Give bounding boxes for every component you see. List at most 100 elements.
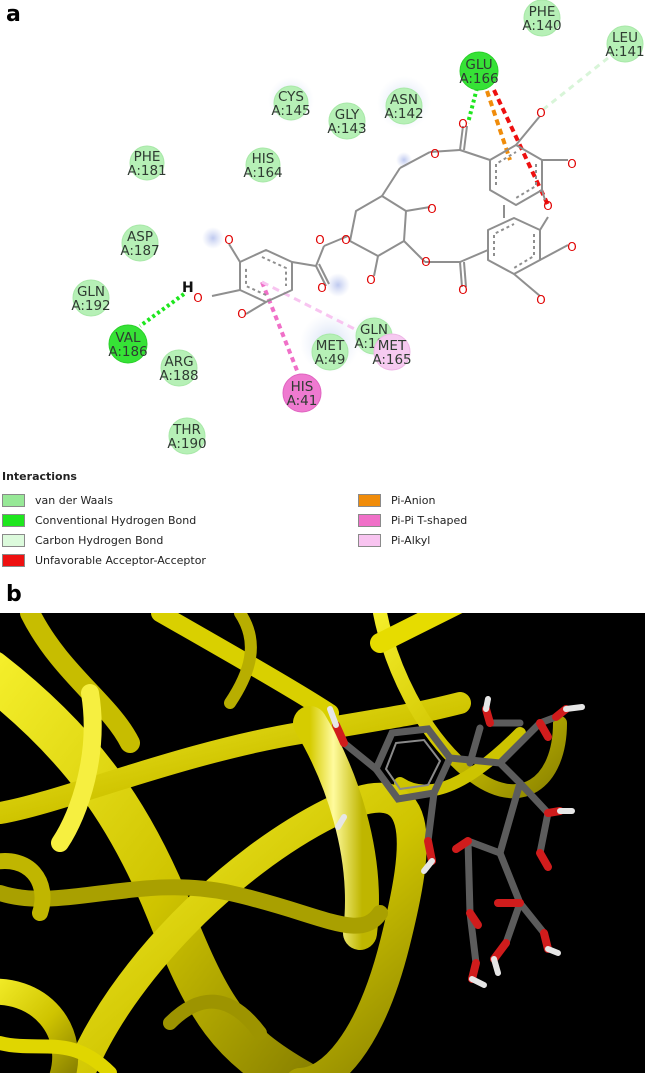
carbon-hbond-line: [539, 56, 609, 114]
oxygen-atom-label: O: [421, 255, 430, 269]
oxygen-atom-label: O: [317, 281, 326, 295]
residue-name: HIS: [291, 379, 314, 395]
residue-number: A:140: [522, 18, 561, 34]
residue-name: ASN: [390, 92, 418, 108]
legend-swatch: [2, 513, 25, 527]
oxygen-atom-label: O: [341, 233, 350, 247]
residue-number: A:164: [243, 165, 282, 181]
residue-name: GLN: [77, 284, 105, 300]
legend-label: van der Waals: [35, 493, 113, 507]
legend-label: Pi-Pi T-shaped: [391, 513, 468, 527]
ligand-stick-model: [327, 696, 585, 988]
legend-label: Carbon Hydrogen Bond: [35, 533, 164, 547]
residue-name: GLU: [465, 57, 492, 73]
residue-name: HIS: [252, 151, 275, 167]
oxygen-atom-label: O: [458, 117, 467, 131]
residue-disc: [108, 324, 148, 364]
residue-number: A:141: [605, 44, 644, 60]
residue-disc: [523, 0, 561, 37]
oxygen-atom-label: O: [224, 233, 233, 247]
oxygen-atom-label: O: [315, 233, 324, 247]
residue-name: GLY: [335, 107, 360, 123]
oxygen-atom-label: O: [567, 157, 576, 171]
residue-name: MET: [378, 338, 407, 354]
legend-item: van der Waals: [2, 492, 113, 508]
residue-name: PHE: [134, 149, 161, 165]
residue-disc: [72, 279, 110, 317]
residue-number: A:166: [459, 71, 498, 87]
legend-swatch: [358, 493, 381, 507]
residue-disc: [273, 85, 309, 121]
residue-disc: [385, 87, 423, 125]
oxygen-atom-label: O: [237, 307, 246, 321]
residue-name: ASP: [127, 229, 153, 245]
residue-disc: [245, 147, 281, 183]
docking-3d-svg: [0, 593, 645, 1077]
residue-number: A:165: [372, 352, 411, 368]
legend-label: Conventional Hydrogen Bond: [35, 513, 197, 527]
residue-disc: [121, 224, 159, 262]
oxygen-atom-label: O: [536, 293, 545, 307]
residue-name: THR: [172, 422, 201, 438]
oxygen-atom-label: O: [430, 147, 439, 161]
residue-number: A:190: [167, 436, 206, 452]
legend-label: Pi-Alkyl: [391, 533, 431, 547]
residue-disc: [328, 102, 366, 140]
residue-name: MET: [316, 338, 345, 354]
residue-disc: [311, 333, 349, 371]
residue-disc: [606, 25, 644, 63]
oxygen-atom-label: O: [366, 273, 375, 287]
residue-name: CYS: [278, 89, 304, 105]
protein-ribbons: [0, 593, 567, 1077]
pi-pi-line: [260, 281, 302, 379]
conventional-hbond-line: [466, 87, 479, 124]
legend-title: Interactions: [2, 470, 77, 483]
oxygen-atom-label: O: [567, 240, 576, 254]
residue-name: LEU: [612, 30, 638, 46]
residue-number: A:187: [120, 243, 159, 259]
legend-swatch: [358, 533, 381, 547]
hydrogen-atom-label: H: [182, 280, 194, 296]
residue-disc: [459, 51, 499, 91]
oxygen-atom-label: O: [458, 283, 467, 297]
legend-item: Conventional Hydrogen Bond: [2, 512, 196, 528]
legend-item: Pi-Anion: [358, 492, 435, 508]
pi-anion-line: [485, 90, 512, 161]
legend-item: Unfavorable Acceptor-Acceptor: [2, 552, 206, 568]
residue-number: A:41: [287, 393, 318, 409]
residue-name: GLN: [360, 322, 388, 338]
ligand-structure: [211, 115, 569, 315]
residue-disc: [282, 373, 322, 413]
residue-number: A:142: [384, 106, 423, 122]
legend-item: Carbon Hydrogen Bond: [2, 532, 163, 548]
residue-number: A:181: [127, 163, 166, 179]
oxygen-atom-label: O: [543, 199, 552, 213]
residue-number: A:188: [159, 368, 198, 384]
legend-swatch: [358, 513, 381, 527]
conventional-hbond-line: [138, 292, 186, 328]
residue-number: A:192: [71, 298, 110, 314]
panel-b-label: b: [6, 582, 22, 607]
residue-disc: [160, 349, 198, 387]
residue-number: A:49: [315, 352, 346, 368]
legend-item: Pi-Pi T-shaped: [358, 512, 467, 528]
oxygen-atom-label: O: [427, 202, 436, 216]
residue-name: PHE: [529, 4, 556, 20]
panel-a-label: a: [6, 2, 21, 27]
legend-swatch: [2, 493, 25, 507]
